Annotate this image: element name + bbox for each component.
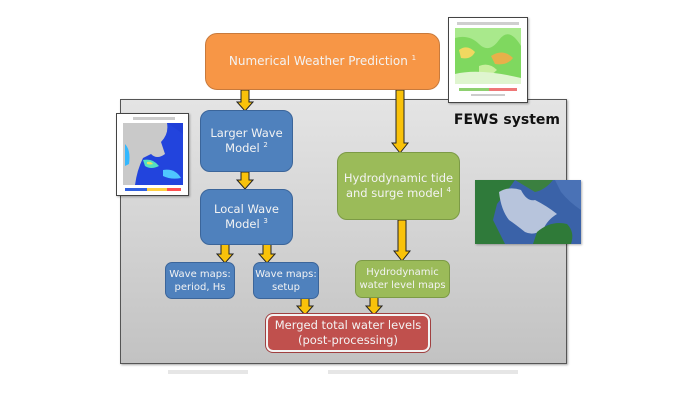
arrow-hydro-maps-to-merged	[365, 297, 383, 316]
arrow-local-wave-to-setup	[258, 244, 276, 264]
nwp-label: Numerical Weather Prediction	[228, 53, 408, 68]
hydro-tide-line2: and surge model	[345, 186, 443, 200]
wave-maps-period-line2: period, Hs	[174, 281, 226, 293]
hydro-maps-line2: water level maps	[359, 280, 446, 291]
wave-maps-period-line1: Wave maps:	[169, 268, 231, 280]
local-wave-line2: Model	[225, 217, 260, 231]
large-wave-line1: Larger Wave	[210, 126, 283, 141]
hydrodynamic-tide-surge-model-box: Hydrodynamic tide and surge model 4	[337, 152, 460, 220]
large-wave-line2: Model	[225, 141, 260, 155]
merged-total-water-levels-box: Merged total water levels (post-processi…	[266, 314, 430, 352]
arrow-nwp-to-large-wave	[236, 90, 254, 112]
hydro-tide-ref: 4	[446, 186, 452, 195]
wave-map-thumbnail	[116, 113, 189, 196]
arrow-local-wave-to-period	[216, 244, 234, 264]
wave-maps-setup-line1: Wave maps:	[255, 268, 317, 280]
merged-line2: (post-processing)	[298, 333, 398, 347]
faint-caption-left	[168, 370, 248, 374]
satellite-map-thumbnail	[475, 180, 581, 244]
numerical-weather-prediction-box: Numerical Weather Prediction 1	[205, 33, 440, 90]
large-wave-ref: 2	[263, 141, 268, 150]
nwp-map-thumbnail	[448, 17, 528, 103]
nwp-ref: 1	[411, 53, 417, 62]
local-wave-line1: Local Wave	[213, 202, 280, 217]
merged-line1: Merged total water levels	[274, 318, 422, 333]
arrow-nwp-to-hydro-tide	[391, 90, 409, 154]
wave-maps-period-box: Wave maps: period, Hs	[165, 262, 235, 299]
fews-system-title: FEWS system	[453, 112, 560, 128]
wave-maps-setup-box: Wave maps: setup	[253, 262, 319, 299]
arrow-large-to-local-wave	[236, 172, 254, 190]
larger-wave-model-box: Larger Wave Model 2	[200, 110, 293, 172]
arrow-hydro-tide-to-maps	[393, 220, 411, 262]
local-wave-ref: 3	[263, 217, 268, 226]
hydro-tide-line1: Hydrodynamic tide	[343, 171, 454, 186]
faint-caption-right	[328, 370, 518, 374]
hydrodynamic-water-level-maps-box: Hydrodynamic water level maps	[355, 260, 450, 298]
hydro-maps-line1: Hydrodynamic	[366, 267, 439, 278]
arrow-setup-to-merged	[296, 298, 314, 316]
wave-maps-setup-line2: setup	[272, 281, 300, 293]
local-wave-model-box: Local Wave Model 3	[200, 189, 293, 245]
